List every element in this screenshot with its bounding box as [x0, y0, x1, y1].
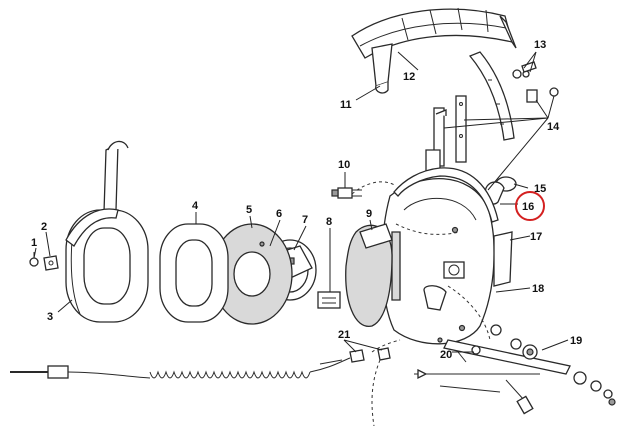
callout-11: 11 — [340, 99, 352, 111]
wire-path-cable — [371, 339, 401, 353]
callout-12: 12 — [403, 71, 415, 83]
callout-8: 8 — [326, 216, 332, 228]
part-10-connector — [331, 187, 362, 199]
part-1-screw — [29, 252, 39, 267]
part-2-clip — [43, 255, 59, 271]
callout-2: 2 — [41, 221, 47, 233]
callout-3: 3 — [47, 311, 53, 323]
part-17-side-plate — [493, 231, 513, 287]
callout-16-highlight-circle — [515, 191, 545, 221]
callout-19: 19 — [570, 335, 582, 347]
part-4-inner-cushion — [159, 223, 229, 323]
part-14-brackets — [425, 87, 559, 177]
part-8-module — [317, 291, 341, 309]
callout-16: 16 — [522, 201, 534, 213]
callout-14: 14 — [547, 121, 560, 133]
wire-path-inner — [395, 223, 461, 235]
wire-path-lower — [447, 285, 491, 341]
callout-18: 18 — [532, 283, 544, 295]
callout-7: 7 — [302, 214, 308, 226]
callout-13: 13 — [534, 39, 546, 51]
part-19-boom-assembly — [414, 324, 616, 415]
callout-20: 20 — [440, 349, 452, 361]
wire-path-upper — [351, 181, 397, 195]
callout-1: 1 — [31, 237, 37, 249]
part-3-ear-cushion-left — [65, 209, 149, 323]
callout-10: 10 — [338, 159, 350, 171]
callout-21: 21 — [338, 329, 350, 341]
leader-lines — [33, 51, 569, 353]
part-18-ear-cup-right — [381, 167, 499, 345]
part-5-foam-disc — [211, 223, 293, 325]
left-headband-arm — [65, 140, 129, 247]
wire-path-bottom — [371, 359, 381, 426]
callout-4: 4 — [192, 200, 199, 212]
part-9-right-cushion — [345, 223, 393, 327]
part-11-headband-spring — [371, 43, 515, 141]
callout-9: 9 — [366, 208, 372, 220]
callout-6: 6 — [276, 208, 282, 220]
callout-5: 5 — [246, 204, 252, 216]
part-12-headband-pad — [351, 7, 517, 59]
part-21-coiled-cable — [10, 347, 391, 379]
callout-17: 17 — [530, 231, 542, 243]
callout-15: 15 — [534, 183, 546, 195]
